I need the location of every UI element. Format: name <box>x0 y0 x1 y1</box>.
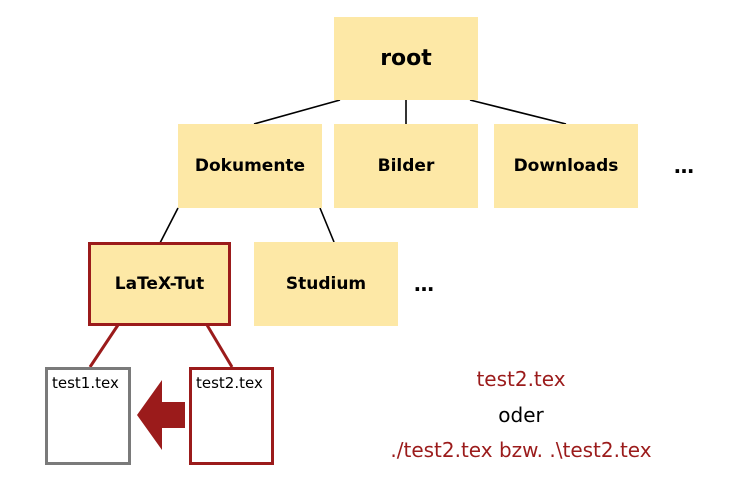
caption-line3: ./test2.tex bzw. .\test2.tex <box>390 438 652 462</box>
node-latex-tut[interactable]: LaTeX-Tut <box>88 242 231 326</box>
file-test2[interactable]: test2.tex <box>189 367 274 465</box>
edge-dokumente-latex <box>159 207 179 244</box>
edge-latex-test1 <box>88 324 120 368</box>
node-root[interactable]: root <box>334 17 478 100</box>
left-arrow-icon <box>137 380 185 450</box>
node-bilder-label: Bilder <box>377 156 435 176</box>
node-studium-label: Studium <box>285 274 367 294</box>
node-dokumente-label: Dokumente <box>194 156 306 176</box>
node-latex-tut-label: LaTeX-Tut <box>114 274 205 294</box>
file-test1[interactable]: test1.tex <box>45 367 131 465</box>
node-downloads[interactable]: Downloads <box>494 124 638 208</box>
edge-root-downloads <box>469 99 567 125</box>
caption-line1: test2.tex <box>476 367 566 391</box>
edge-root-dokumente <box>253 99 341 125</box>
ellipsis-level1: … <box>674 154 694 178</box>
edge-latex-test2 <box>205 324 234 368</box>
node-root-label: root <box>380 46 432 71</box>
file-test1-label: test1.tex <box>52 374 119 392</box>
node-studium[interactable]: Studium <box>254 242 398 326</box>
node-dokumente[interactable]: Dokumente <box>178 124 322 208</box>
ellipsis-level2: … <box>414 272 434 296</box>
caption-line2: oder <box>498 403 544 427</box>
node-downloads-label: Downloads <box>513 156 619 176</box>
node-bilder[interactable]: Bilder <box>334 124 478 208</box>
file-test2-label: test2.tex <box>196 374 263 392</box>
edge-dokumente-studium <box>319 207 335 243</box>
